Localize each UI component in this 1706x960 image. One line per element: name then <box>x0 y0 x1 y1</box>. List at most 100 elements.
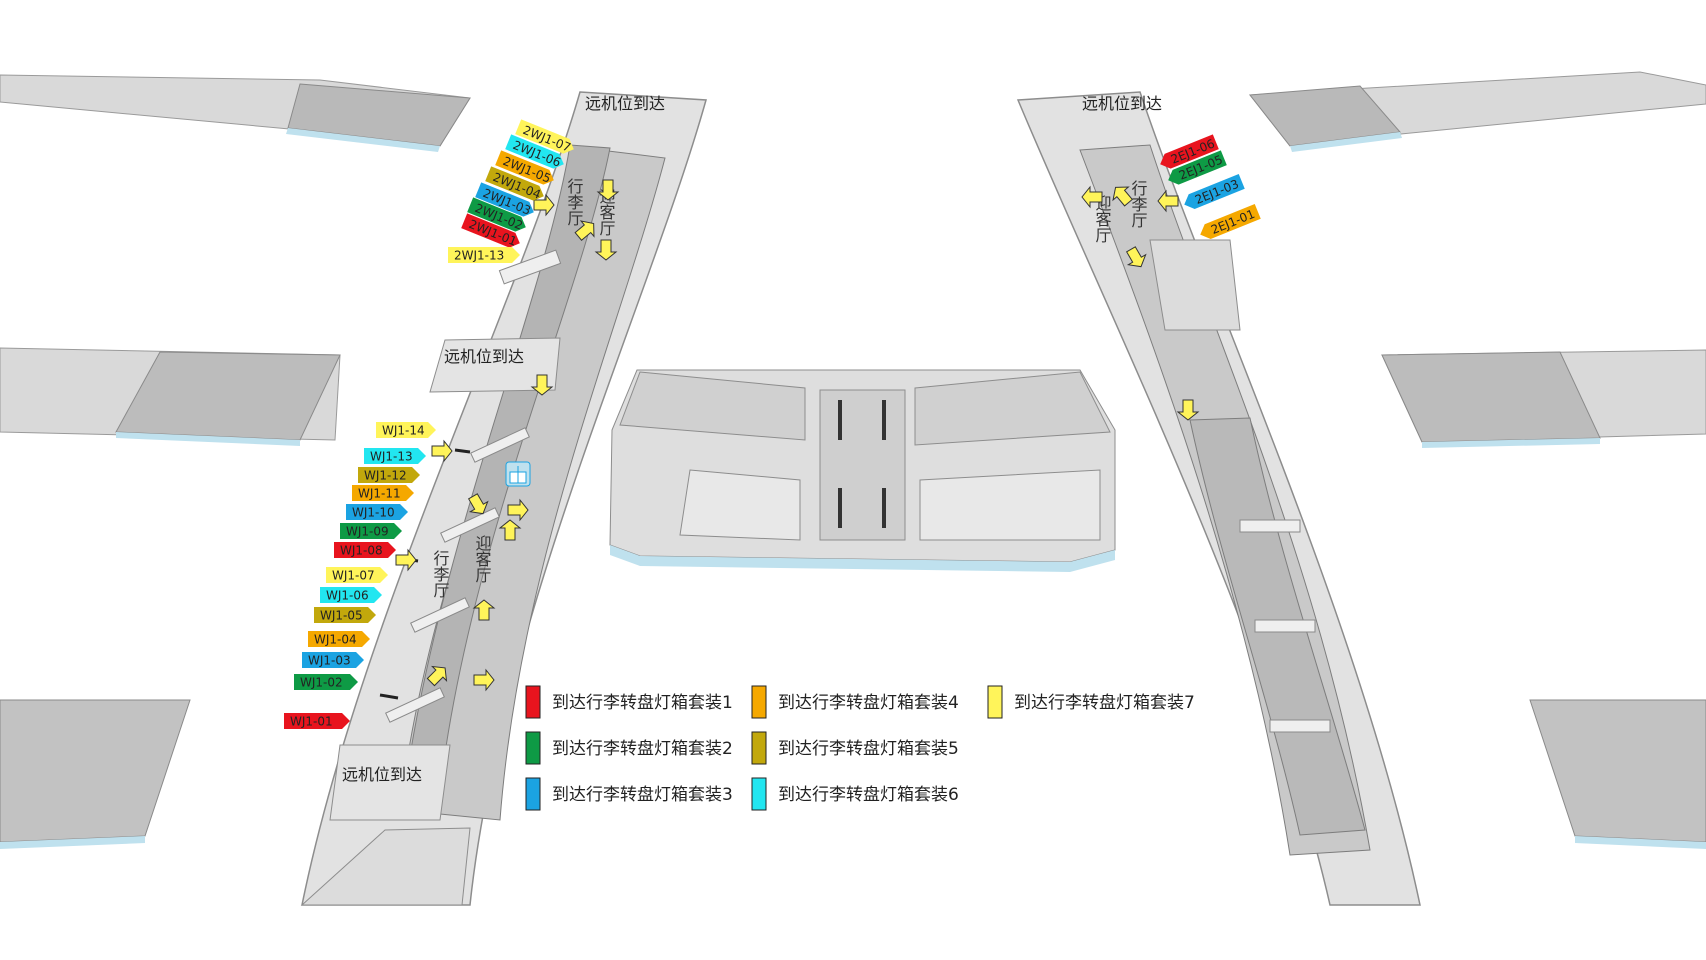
tag-shape <box>284 713 350 729</box>
legend-label: 到达行李转盘灯箱套装5 <box>778 739 959 759</box>
legend-item: 到达行李转盘灯箱套装2 <box>525 731 733 765</box>
tag-shape <box>352 485 414 501</box>
tag-label: WJ1-07 <box>332 569 375 583</box>
carousel-tag: WJ1-02 <box>294 674 358 690</box>
legend-item: 到达行李转盘灯箱套装7 <box>987 685 1195 719</box>
pier-bottom-right <box>1529 699 1706 843</box>
tag-shape <box>461 213 520 248</box>
carousel-tag: WJ1-11 <box>352 485 414 501</box>
tag-shape <box>294 674 358 690</box>
carousel-tag: WJ1-07 <box>326 567 388 583</box>
legend-label: 到达行李转盘灯箱套装4 <box>778 693 959 713</box>
tag-label: WJ1-02 <box>300 676 343 690</box>
tag-shape <box>475 182 534 217</box>
legend-item: 到达行李转盘灯箱套装6 <box>751 777 959 811</box>
carousel-tag: WJ1-14 <box>376 422 436 438</box>
carousel-tag: 2WJ1-13 <box>448 247 520 263</box>
legend-item: 到达行李转盘灯箱套装5 <box>751 731 959 765</box>
tag-shape <box>1160 134 1219 169</box>
label-baggage-hall-upper-left: 行李厅 <box>565 178 584 226</box>
tag-label: WJ1-11 <box>358 487 401 501</box>
pier-bottom-left <box>0 699 191 843</box>
legend-swatch <box>987 685 1003 719</box>
legend-label: 到达行李转盘灯箱套装7 <box>1014 693 1195 713</box>
legend-swatch <box>525 777 541 811</box>
tag-shape <box>302 652 364 668</box>
tag-label: WJ1-10 <box>352 506 395 520</box>
carousel-tag: WJ1-06 <box>320 587 382 603</box>
tag-label: WJ1-03 <box>308 654 351 668</box>
label-greeting-hall-right: 迎客厅 <box>1093 195 1112 243</box>
legend-item: 到达行李转盘灯箱套装1 <box>525 685 733 719</box>
label-remote-top-right: 远机位到达 <box>1082 94 1162 113</box>
tag-shape <box>320 587 382 603</box>
central-building <box>609 369 1116 572</box>
tag-shape <box>1168 150 1227 185</box>
direction-arrows <box>395 179 1200 692</box>
left-concourse <box>300 91 707 906</box>
tag-shape <box>1200 203 1261 240</box>
legend-item: 到达行李转盘灯箱套装4 <box>751 685 959 719</box>
area-labels: 远机位到达 远机位到达 远机位到达 远机位到达 <box>342 94 1162 784</box>
legend-label: 到达行李转盘灯箱套装6 <box>778 785 959 805</box>
tag-label: WJ1-12 <box>364 469 407 483</box>
tag-shape <box>515 119 574 154</box>
legend-swatch <box>751 685 767 719</box>
legend-swatch <box>525 685 541 719</box>
legend-label: 到达行李转盘灯箱套装2 <box>552 739 733 759</box>
tag-shape <box>340 523 402 539</box>
tag-shape <box>448 247 520 263</box>
tag-label: WJ1-08 <box>340 544 383 558</box>
label-remote-top-left: 远机位到达 <box>585 94 665 113</box>
carousel-tag: WJ1-01 <box>284 713 350 729</box>
tag-shape <box>505 134 564 169</box>
gate-piers <box>0 71 1706 849</box>
tag-label: WJ1-14 <box>382 424 425 438</box>
legend-swatch <box>525 731 541 765</box>
tag-shape <box>467 197 526 232</box>
carousel-tag: WJ1-04 <box>308 631 370 647</box>
tag-label: 2EJ1-01 <box>1209 207 1257 237</box>
carousel-tag: 2EJ1-01 <box>1200 203 1261 240</box>
tag-shape <box>1184 173 1245 210</box>
label-baggage-hall-lower-left: 行李厅 <box>431 550 450 598</box>
tag-label: WJ1-13 <box>370 450 413 464</box>
hall-labels: 行李厅 迎客厅 行李厅 迎客厅 行李厅 迎客厅 <box>431 178 1148 598</box>
carousel-tag: WJ1-10 <box>346 504 408 520</box>
tag-shape <box>314 607 376 623</box>
carousel-tag: WJ1-12 <box>358 467 420 483</box>
legend-swatch <box>751 731 767 765</box>
tag-label: WJ1-05 <box>320 609 363 623</box>
tag-shape <box>376 422 436 438</box>
legend-label: 到达行李转盘灯箱套装3 <box>552 785 733 805</box>
tag-label: 2WJ1-13 <box>454 249 504 263</box>
carousel-tag: WJ1-03 <box>302 652 364 668</box>
carousel-tag: WJ1-08 <box>334 542 396 558</box>
gift-icon <box>505 461 531 487</box>
carousel-tag: WJ1-05 <box>314 607 376 623</box>
legend-item: 到达行李转盘灯箱套装3 <box>525 777 733 811</box>
tag-shape <box>326 567 388 583</box>
tag-shape <box>364 448 426 464</box>
right-concourse <box>1016 91 1421 906</box>
tag-shape <box>346 504 408 520</box>
legend: 到达行李转盘灯箱套装1 到达行李转盘灯箱套装2 到达行李转盘灯箱套装3 到达行李转盘灯… <box>525 685 1195 811</box>
carousel-tag: WJ1-09 <box>340 523 402 539</box>
label-remote-bottom-left: 远机位到达 <box>342 765 422 784</box>
tag-shape <box>308 631 370 647</box>
carousel-tags: 2WJ1-072WJ1-062WJ1-052WJ1-042WJ1-032WJ1-… <box>284 119 1261 729</box>
tag-label: WJ1-01 <box>290 715 333 729</box>
label-greeting-hall-upper-left: 迎客厅 <box>597 188 616 236</box>
label-greeting-hall-lower-left: 迎客厅 <box>473 535 492 583</box>
tag-label: 2EJ1-03 <box>1193 177 1241 207</box>
tag-label: WJ1-09 <box>346 525 389 539</box>
tag-label: WJ1-04 <box>314 633 357 647</box>
tag-shape <box>495 150 554 185</box>
tag-label: WJ1-06 <box>326 589 369 603</box>
legend-swatch <box>751 777 767 811</box>
carousel-tag: WJ1-13 <box>364 448 426 464</box>
label-remote-mid-left: 远机位到达 <box>444 347 524 366</box>
label-baggage-hall-right: 行李厅 <box>1129 180 1148 228</box>
tag-shape <box>334 542 396 558</box>
